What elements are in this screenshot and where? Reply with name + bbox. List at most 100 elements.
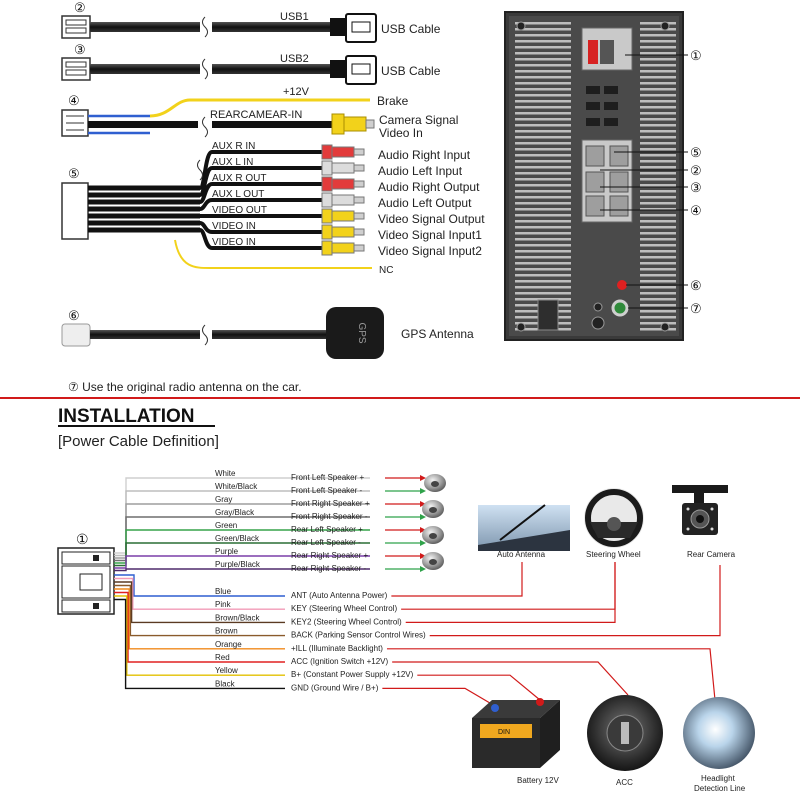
vent-rib <box>515 76 571 79</box>
panel-callout-5: ⑤ <box>690 145 702 160</box>
rca-plug-collar <box>321 240 333 256</box>
panel-slot <box>586 102 600 110</box>
rca-plug-body <box>331 178 355 190</box>
function-wire-color-label: Pink <box>215 600 232 609</box>
vent-rib <box>515 130 571 133</box>
rca-plug-collar <box>321 176 333 192</box>
vent-rib <box>640 52 676 55</box>
aux-r-out-label: AUX R OUT <box>212 173 266 184</box>
function-wire-color-label: Brown <box>215 627 238 636</box>
function-lead <box>382 687 496 707</box>
vent-rib <box>515 172 571 175</box>
rca-cable <box>198 166 322 197</box>
speaker-wire <box>114 555 370 569</box>
headlight-device: Headlight Detection Line <box>683 697 755 793</box>
vent-rib <box>640 34 676 37</box>
rca-cable <box>199 221 322 234</box>
vent-rib <box>640 208 676 211</box>
vent-rib <box>515 166 571 169</box>
speaker-cone <box>429 507 437 513</box>
camera-desc-line1: Camera Signal <box>379 113 458 127</box>
vent-rib <box>640 196 676 199</box>
gps-antenna-block <box>326 307 384 359</box>
function-lead <box>391 562 523 597</box>
vent-rib <box>640 100 676 103</box>
connector-number-4: ④ <box>68 93 80 108</box>
vent-rib <box>640 190 676 193</box>
panel-callout-3: ③ <box>690 180 702 195</box>
gps-emboss: GPS <box>356 322 367 343</box>
vent-rib <box>515 286 571 289</box>
function-wire-color-label: Brown/Black <box>215 613 260 622</box>
vent-rib <box>640 310 676 313</box>
vent-rib <box>640 142 676 145</box>
rca-plug-body <box>331 146 355 158</box>
vent-rib <box>515 40 571 43</box>
usb2-plug <box>345 55 377 85</box>
speaker-lead-arrow <box>420 475 426 481</box>
speaker-signal-label: Rear Left Speaker - <box>291 538 361 547</box>
video-signal-output-desc: Video Signal Output <box>378 212 485 226</box>
gps-description: GPS Antenna <box>401 327 474 341</box>
rca-plug-body <box>331 242 355 254</box>
vent-rib <box>515 94 571 97</box>
vent-rib <box>515 142 571 145</box>
vent-rib <box>640 46 676 49</box>
vent-rib <box>515 262 571 265</box>
vent-rib <box>515 196 571 199</box>
vent-rib <box>640 28 676 31</box>
cable-break-mark <box>197 159 203 181</box>
panel-slot <box>586 118 600 126</box>
vent-rib <box>640 202 676 205</box>
video-signal-input2-desc: Video Signal Input2 <box>378 244 482 258</box>
vent-rib <box>640 112 676 115</box>
panel-callout-4: ④ <box>690 203 702 218</box>
panel-rca-block <box>585 145 605 167</box>
function-wire-color-label: Yellow <box>215 666 238 675</box>
vent-rib <box>640 268 676 271</box>
vent-rib <box>515 202 571 205</box>
speaker-wire <box>114 568 370 572</box>
vent-rib <box>515 118 571 121</box>
panel-slot <box>586 86 600 94</box>
audio-right-input-desc: Audio Right Input <box>378 148 471 162</box>
brake-label: Brake <box>377 94 409 108</box>
vent-rib <box>640 262 676 265</box>
vent-rib <box>640 40 676 43</box>
function-lead <box>386 648 716 701</box>
speaker-lead-arrow <box>420 488 426 494</box>
vent-rib <box>640 166 676 169</box>
vent-rib <box>515 298 571 301</box>
vent-rib <box>515 58 571 61</box>
panel-antenna-port <box>611 299 629 317</box>
acc-label: ACC <box>616 778 633 787</box>
rca-plug-tip <box>353 164 365 172</box>
speaker-cone <box>429 559 437 565</box>
brake-voltage: +12V <box>283 86 310 98</box>
power-connector: ① <box>57 531 115 615</box>
installation-title: INSTALLATION <box>58 406 195 427</box>
rear-camera-device: Rear Camera <box>672 485 736 559</box>
steering-wheel-label: Steering Wheel <box>586 550 641 559</box>
gps-connector: ⑥ GPS GPS Antenna <box>61 307 474 359</box>
vent-rib <box>515 244 571 247</box>
vent-rib <box>515 232 571 235</box>
vent-rib <box>515 184 571 187</box>
vent-rib <box>515 22 571 25</box>
aux-r-in-label: AUX R IN <box>212 141 255 152</box>
connector-number-2: ② <box>74 0 86 15</box>
vent-rib <box>515 34 571 37</box>
vent-rib <box>515 106 571 109</box>
panel-slot <box>604 86 618 94</box>
video-out-label: VIDEO OUT <box>212 205 267 216</box>
function-signal-label: ACC (Ignition Switch +12V) <box>291 657 388 666</box>
panel-callout-6: ⑥ <box>690 278 702 293</box>
connector-number-5: ⑤ <box>68 166 80 181</box>
headlight-label-1: Headlight <box>701 774 736 783</box>
rca-cable <box>199 228 322 250</box>
installation-subtitle: [Power Cable Definition] <box>58 433 219 450</box>
acc-device: ACC <box>587 695 663 787</box>
speaker-wire-color-label: Gray <box>215 495 232 504</box>
vent-rib <box>515 280 571 283</box>
